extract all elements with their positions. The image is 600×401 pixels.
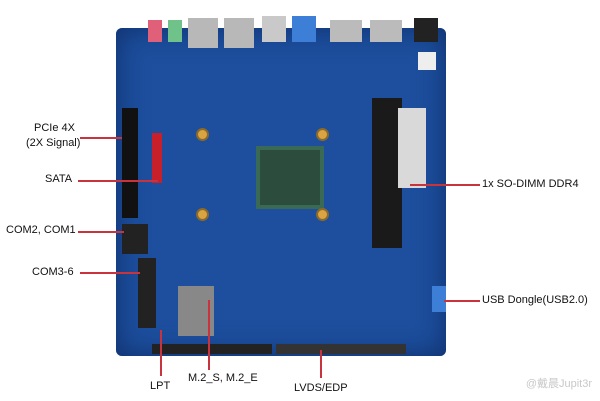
com-headers [138, 258, 156, 328]
callout-line [80, 272, 140, 274]
watermark: @戴晨Jupit3r [525, 378, 592, 390]
sodimm-slot [372, 98, 402, 248]
sodimm-module [398, 108, 426, 188]
mounting-hole [196, 128, 209, 141]
power-connector [418, 52, 436, 70]
label-sodimm: 1x SO-DIMM DDR4 [482, 178, 579, 190]
label-m2: M.2_S, M.2_E [188, 372, 258, 384]
callout-line [160, 330, 162, 376]
lpt-header [152, 344, 272, 354]
label-usb-dongle: USB Dongle(USB2.0) [482, 294, 588, 306]
callout-line [78, 180, 158, 182]
mounting-hole [196, 208, 209, 221]
lvds-header [276, 344, 406, 354]
label-lpt: LPT [150, 380, 171, 392]
display-port [370, 20, 402, 42]
com-headers [122, 224, 148, 254]
mounting-hole [316, 208, 329, 221]
hdmi-port [330, 20, 362, 42]
label-com12: COM2, COM1 [6, 224, 76, 236]
dc-jack [414, 18, 438, 42]
callout-line [208, 300, 210, 370]
callout-line [410, 184, 480, 186]
callout-line [320, 350, 322, 378]
usb-dongle-port [432, 286, 446, 312]
rj45-port [188, 18, 218, 48]
audio-jack-pink [148, 20, 162, 42]
label-pcie: PCIe 4X [34, 122, 75, 134]
motherboard [116, 16, 446, 356]
usb-port [262, 16, 286, 42]
callout-line [80, 137, 122, 139]
sata-connector [152, 133, 162, 183]
usb3-port [292, 16, 316, 42]
rj45-port [224, 18, 254, 48]
callout-line [444, 300, 480, 302]
cpu-chip [256, 146, 324, 209]
label-sata: SATA [45, 173, 73, 185]
label-lvds: LVDS/EDP [294, 382, 348, 394]
pcie-slot [122, 108, 138, 218]
label-com36: COM3-6 [32, 266, 74, 278]
label-pcie-sub: (2X Signal) [26, 137, 81, 149]
mounting-hole [316, 128, 329, 141]
callout-line [78, 231, 124, 233]
audio-jack-green [168, 20, 182, 42]
